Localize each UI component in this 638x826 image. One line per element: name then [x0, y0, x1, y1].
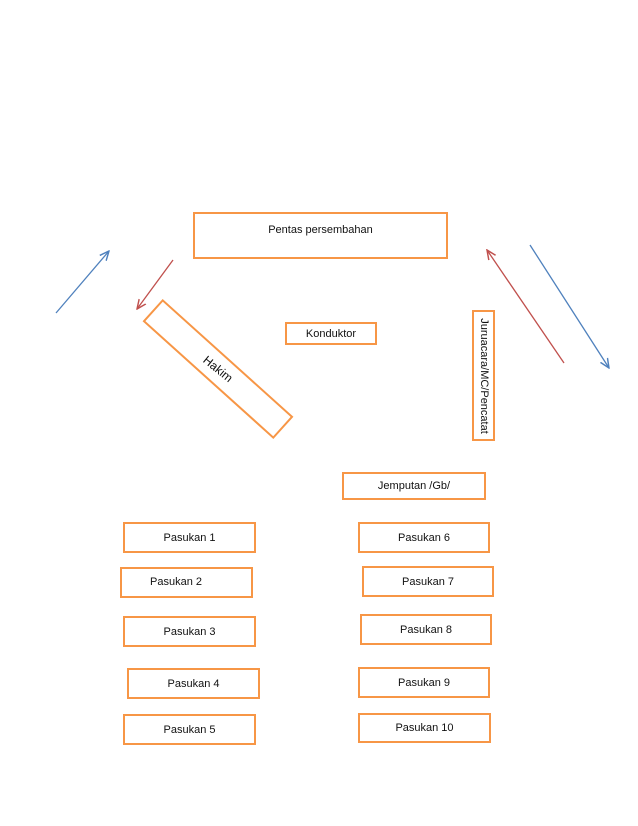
- conductor-label: Konduktor: [305, 327, 357, 340]
- mc-box: Juruacara/MC/Pencatat: [472, 310, 495, 441]
- right-exit-arrow: [529, 244, 609, 368]
- stage-box: Pentas persembahan: [193, 212, 448, 259]
- stage-exit-left-arrow: [137, 259, 174, 309]
- guests-label: Jemputan /Gb/: [377, 480, 451, 492]
- team-label: Pasukan 6: [398, 531, 450, 544]
- team-box-9: Pasukan 9: [358, 667, 490, 698]
- team-box-3: Pasukan 3: [123, 616, 256, 647]
- team-box-4: Pasukan 4: [127, 668, 260, 699]
- team-label: Pasukan 3: [163, 625, 216, 638]
- team-box-2: Pasukan 2: [120, 567, 253, 598]
- team-label: Pasukan 10: [395, 722, 454, 734]
- guests-box: Jemputan /Gb/: [342, 472, 486, 500]
- team-label: Pasukan 5: [163, 723, 216, 736]
- team-box-8: Pasukan 8: [360, 614, 492, 645]
- team-box-6: Pasukan 6: [358, 522, 490, 553]
- team-label: Pasukan 7: [402, 575, 454, 588]
- team-box-7: Pasukan 7: [362, 566, 494, 597]
- team-label: Pasukan 1: [163, 531, 216, 544]
- conductor-box: Konduktor: [285, 322, 377, 345]
- left-entry-arrow: [55, 251, 109, 314]
- team-label: Pasukan 4: [167, 677, 220, 690]
- team-box-1: Pasukan 1: [123, 522, 256, 553]
- team-label: Pasukan 2: [150, 576, 202, 588]
- stage-label: Pentas persembahan: [268, 224, 373, 236]
- stage-return-right-arrow: [487, 250, 565, 364]
- team-box-5: Pasukan 5: [123, 714, 256, 745]
- mc-label: Juruacara/MC/Pencatat: [477, 317, 490, 434]
- team-label: Pasukan 8: [400, 623, 452, 636]
- team-label: Pasukan 9: [398, 676, 450, 689]
- team-box-10: Pasukan 10: [358, 713, 491, 743]
